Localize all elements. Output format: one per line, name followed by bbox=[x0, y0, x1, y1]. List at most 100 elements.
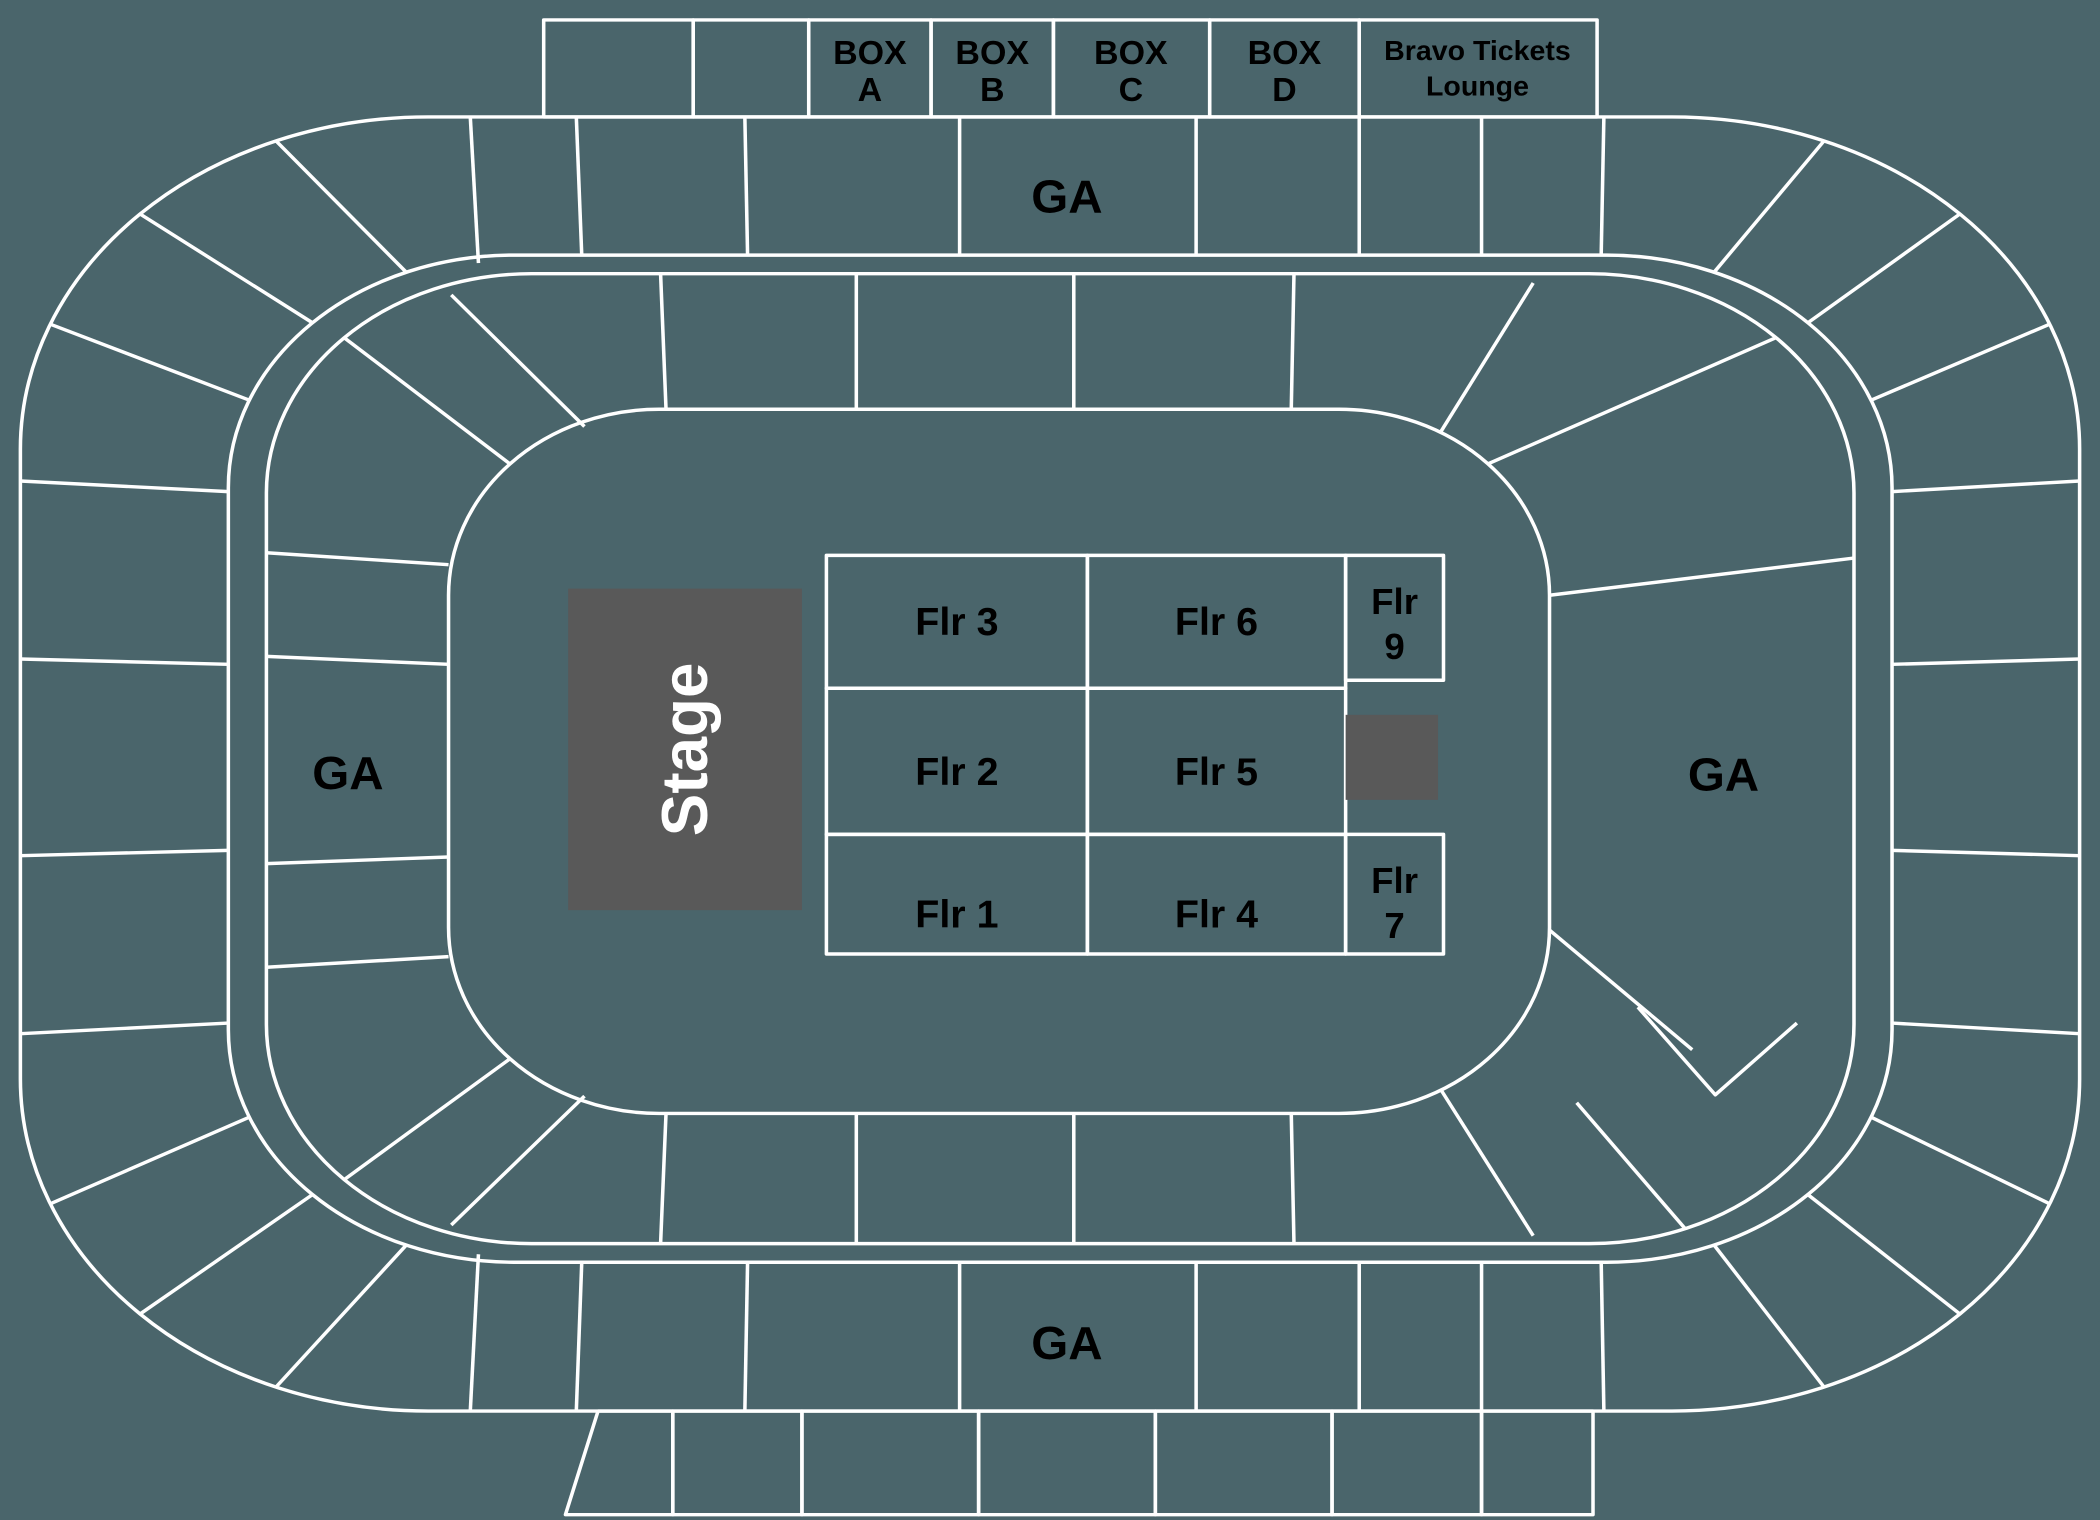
divider bbox=[743, 116, 750, 256]
divider bbox=[1891, 479, 2080, 494]
divider bbox=[1870, 322, 2051, 402]
outer-ring-inner-edge bbox=[226, 253, 1894, 1264]
top-suite-strip: BOX A BOX B BOX C BOX D Bravo Tickets Lo… bbox=[541, 18, 1599, 119]
divider bbox=[1487, 335, 1778, 466]
flr-9-label-line2: 9 bbox=[1384, 626, 1404, 667]
stage-label: Stage bbox=[648, 663, 721, 837]
divider bbox=[743, 1262, 750, 1412]
box-d-label-line2: D bbox=[1272, 72, 1297, 109]
divider bbox=[20, 848, 229, 858]
divider bbox=[1289, 1113, 1296, 1244]
divider bbox=[1599, 116, 1606, 257]
section-flr-9-shape[interactable] bbox=[1343, 553, 1446, 683]
divider bbox=[468, 116, 481, 264]
divider bbox=[450, 1094, 586, 1227]
stage-shape bbox=[568, 588, 802, 911]
section-ga-right[interactable]: GA bbox=[1688, 748, 1759, 800]
divider bbox=[1289, 273, 1296, 410]
section-flr-7-shape[interactable] bbox=[1343, 832, 1446, 956]
section-flr-9[interactable]: Flr 9 bbox=[1343, 553, 1446, 683]
section-flr-6[interactable]: Flr 6 bbox=[1085, 553, 1348, 690]
suite-box-empty bbox=[1153, 1409, 1334, 1517]
floor-sections: Flr 3 Flr 6 Flr 2 Flr 5 Flr 1 Flr 4 Flr … bbox=[824, 553, 1446, 956]
section-lounge-shape[interactable] bbox=[1357, 18, 1599, 119]
divider bbox=[1575, 1101, 1687, 1231]
box-a-label-line1: BOX bbox=[833, 35, 907, 72]
section-ga-left[interactable]: GA bbox=[312, 747, 383, 799]
section-box-b[interactable]: BOX B bbox=[929, 18, 1056, 119]
divider bbox=[139, 212, 314, 325]
divider bbox=[266, 855, 449, 866]
section-flr-2[interactable]: Flr 2 bbox=[824, 686, 1090, 837]
box-b-label-line1: BOX bbox=[955, 35, 1029, 72]
section-bravo-tickets-lounge[interactable]: Bravo Tickets Lounge bbox=[1357, 18, 1599, 119]
divider bbox=[450, 293, 586, 428]
section-flr-7[interactable]: Flr 7 bbox=[1343, 832, 1446, 956]
section-flr-5[interactable]: Flr 5 bbox=[1085, 686, 1348, 837]
divider bbox=[274, 1243, 408, 1389]
lounge-label-line2: Lounge bbox=[1426, 70, 1529, 102]
divider bbox=[20, 479, 229, 494]
lounge-label-line1: Bravo Tickets bbox=[1384, 34, 1571, 66]
flr-7-label-line1: Flr bbox=[1371, 860, 1418, 901]
divider bbox=[468, 1254, 481, 1412]
section-flr-1[interactable]: Flr 1 bbox=[824, 832, 1090, 956]
divider bbox=[1548, 928, 1694, 1051]
box-b-label-line2: B bbox=[980, 72, 1005, 109]
tunnel-notch bbox=[1636, 1006, 1799, 1097]
divider bbox=[1712, 1243, 1826, 1389]
flr-3-label: Flr 3 bbox=[915, 601, 998, 644]
divider bbox=[1870, 1115, 2051, 1206]
flr-4-label: Flr 4 bbox=[1175, 894, 1259, 937]
section-box-a[interactable]: BOX A bbox=[806, 18, 933, 119]
ga-right-label: GA bbox=[1688, 748, 1759, 800]
section-box-c[interactable]: BOX C bbox=[1051, 18, 1212, 119]
box-a-label-line2: A bbox=[858, 72, 883, 109]
flr-7-label-line2: 7 bbox=[1384, 905, 1404, 946]
section-flr-3[interactable]: Flr 3 bbox=[824, 553, 1090, 690]
suite-box-empty bbox=[800, 1409, 981, 1517]
section-flr-4[interactable]: Flr 4 bbox=[1085, 832, 1348, 956]
bottom-suite-strip bbox=[563, 1409, 1595, 1517]
inner-ring-dividers bbox=[266, 273, 1855, 1244]
divider bbox=[574, 116, 584, 256]
divider bbox=[1549, 556, 1855, 597]
divider bbox=[574, 1262, 584, 1412]
divider bbox=[1439, 282, 1535, 433]
section-ga-top[interactable]: GA bbox=[1031, 170, 1102, 222]
divider bbox=[138, 1193, 314, 1316]
box-c-label-line2: C bbox=[1119, 72, 1144, 109]
suite-box-empty bbox=[563, 1409, 675, 1517]
suite-box-empty bbox=[1330, 1409, 1484, 1517]
flr-2-label: Flr 2 bbox=[915, 752, 998, 795]
inner-ring-outer-edge bbox=[264, 271, 1856, 1246]
unlabeled-floor-block bbox=[1345, 714, 1439, 800]
divider bbox=[658, 1113, 668, 1244]
divider bbox=[1712, 139, 1826, 274]
divider bbox=[49, 322, 250, 402]
divider bbox=[342, 1057, 511, 1182]
stage: Stage bbox=[568, 588, 802, 911]
box-d-label-line1: BOX bbox=[1248, 35, 1322, 72]
section-box-d[interactable]: BOX D bbox=[1207, 18, 1361, 119]
divider bbox=[658, 273, 668, 410]
divider bbox=[1806, 212, 1962, 325]
divider bbox=[342, 336, 511, 466]
divider bbox=[1891, 657, 2080, 667]
divider bbox=[274, 139, 408, 274]
divider bbox=[20, 657, 229, 667]
divider bbox=[1599, 1260, 1606, 1412]
ga-left-label: GA bbox=[312, 747, 383, 799]
suite-box-empty bbox=[1479, 1409, 1595, 1517]
flr-6-label: Flr 6 bbox=[1175, 601, 1258, 644]
section-ga-bottom[interactable]: GA bbox=[1031, 1317, 1102, 1369]
outer-ring-dividers bbox=[20, 116, 2080, 1412]
flr-1-label: Flr 1 bbox=[915, 894, 998, 937]
flr-9-label-line1: Flr bbox=[1371, 581, 1418, 622]
divider bbox=[20, 1021, 229, 1036]
suite-box-empty bbox=[671, 1409, 804, 1517]
divider bbox=[266, 654, 449, 667]
suite-box-empty bbox=[691, 18, 811, 119]
divider bbox=[1891, 848, 2080, 858]
